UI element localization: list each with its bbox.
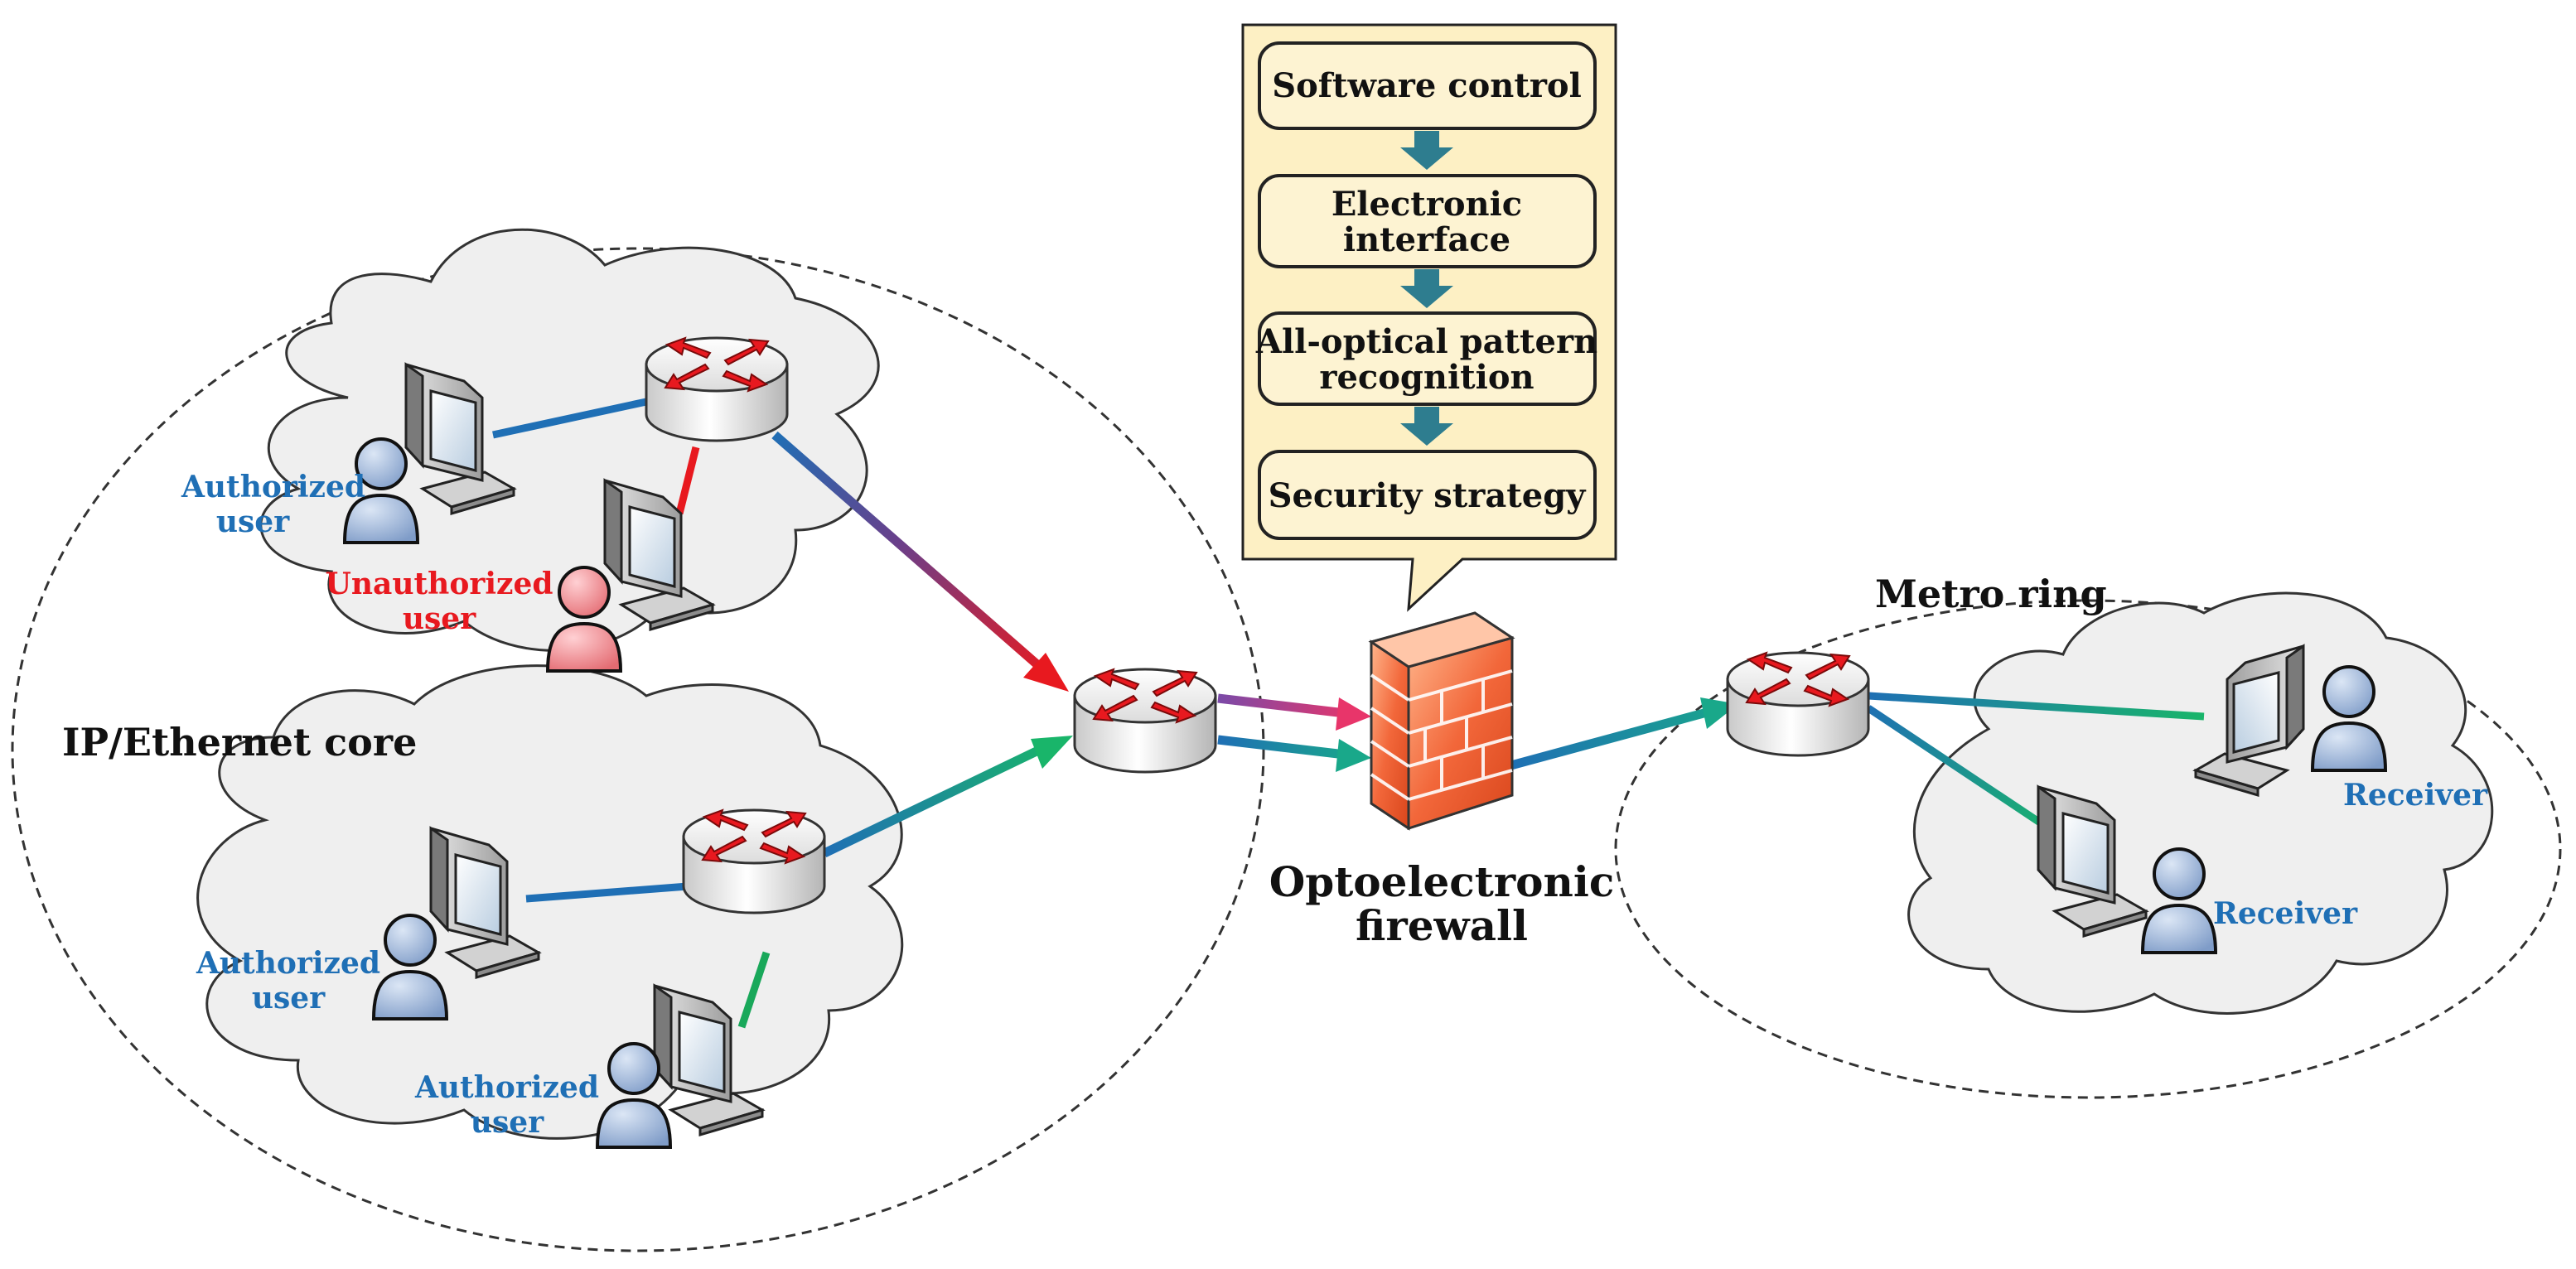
router-bottom (682, 808, 826, 914)
unauthorized-user-label-2: user (403, 601, 476, 636)
metro-ring-label: Metro ring (1875, 572, 2107, 616)
step-security-strategy-text: Security strategy (1269, 476, 1588, 515)
ip-ethernet-core-label: IP/Ethernet core (62, 720, 417, 765)
authorized-user-bottom-label-2: user (471, 1105, 544, 1140)
link-metro-to-receiver-bottom (1866, 705, 2057, 836)
ip-ethernet-core-region (11, 247, 1265, 1252)
top-cloud (259, 228, 880, 652)
firewall-label-2: firewall (1356, 901, 1528, 950)
arrowhead-bottom-to-central (1031, 736, 1073, 769)
link-metro-to-receiver-top (1868, 692, 2205, 721)
step-arrow-1 (1400, 131, 1453, 170)
arrowhead-central-to-firewall-lower (1336, 739, 1371, 772)
firewall-icon (1368, 611, 1515, 831)
authorized-user-bottom-label-1: Authorized (414, 1070, 599, 1105)
step-electronic-interface-box (1258, 174, 1597, 268)
link-authorized-top-to-router (492, 398, 647, 439)
link-authorized-bottom-to-router (737, 951, 771, 1029)
step-arrow-3 (1400, 407, 1453, 446)
authorized-user-top-label-1: Authorized (181, 470, 365, 504)
router-metro (1726, 651, 1870, 757)
step-pattern-recognition-text-2: recognition (1319, 358, 1534, 397)
link-bottom-router-to-central (822, 745, 1042, 857)
link-top-router-to-central (771, 431, 1043, 671)
arrowhead-central-to-firewall-upper (1336, 697, 1371, 731)
link-unauthorized-to-router (675, 446, 700, 515)
step-electronic-interface-text-2: interface (1343, 220, 1510, 259)
link-firewall-to-metro (1506, 707, 1708, 771)
link-authorized-mid-to-router (525, 882, 689, 903)
step-software-control-box (1258, 41, 1597, 130)
authorized-user-mid-label-1: Authorized (196, 946, 380, 981)
step-pattern-recognition-text-1: All-optical pattern (1255, 322, 1597, 361)
receiver-top-label: Receiver (2343, 778, 2488, 813)
firewall-label-1: Optoelectronic (1269, 857, 1615, 906)
receiver-bottom-label: Receiver (2213, 896, 2358, 931)
step-arrow-2 (1400, 269, 1453, 308)
link-central-to-firewall-lower (1217, 735, 1339, 759)
step-security-strategy-box (1258, 450, 1597, 540)
authorized-user-top-label-2: user (216, 504, 290, 539)
step-pattern-recognition-box (1258, 311, 1597, 406)
unauthorized-user-label-1: Unauthorized (325, 567, 553, 601)
router-central (1073, 668, 1217, 774)
router-top (645, 336, 789, 442)
step-software-control-text: Software control (1272, 66, 1582, 105)
step-electronic-interface-text-1: Electronic (1331, 185, 1522, 224)
arrowhead-top-to-central (1023, 653, 1069, 692)
metro-ring-region (1614, 599, 2562, 1099)
authorized-user-mid-label-2: user (252, 981, 326, 1016)
link-central-to-firewall-upper (1217, 693, 1339, 717)
